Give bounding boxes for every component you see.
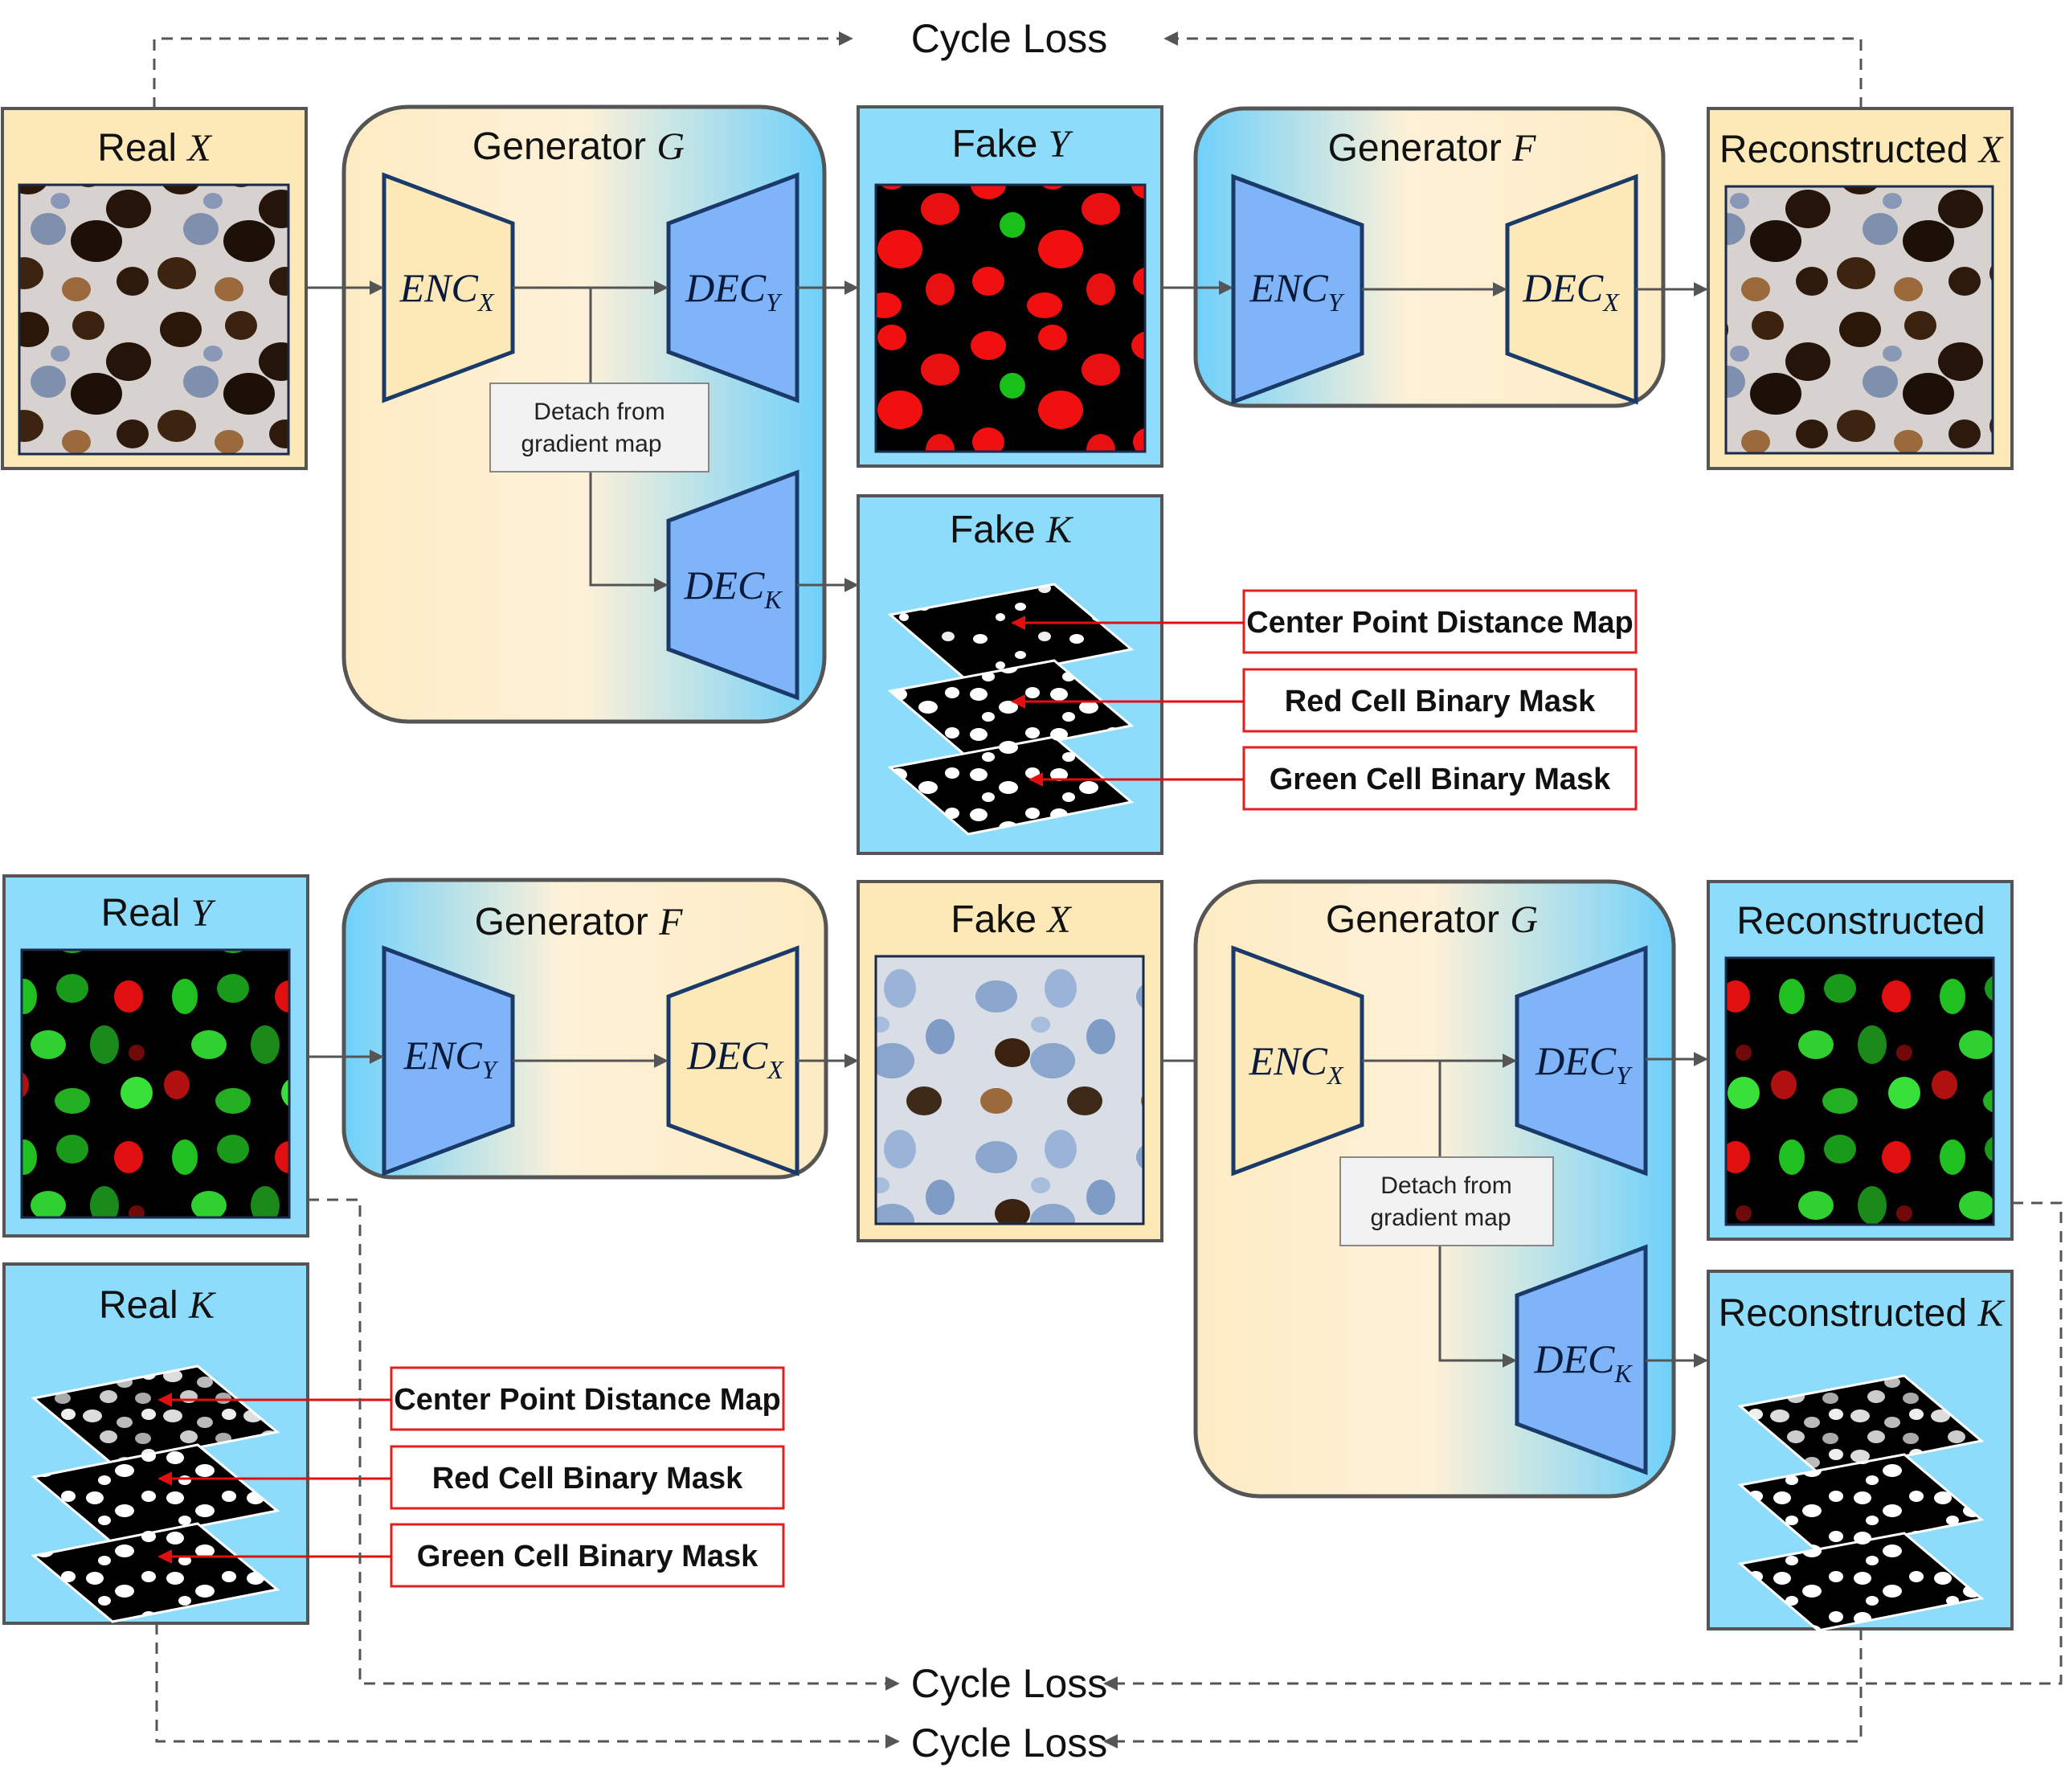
cycle-loss-top: Cycle Loss (911, 16, 1108, 61)
top-label-red: Red Cell Binary Mask (1285, 685, 1596, 718)
detach-top-line1: Detach from (534, 399, 664, 425)
fake-x-panel: Fake X (857, 880, 1163, 1242)
fake-k-layer-green (887, 735, 1135, 836)
dec-y-top-block (666, 172, 799, 403)
real-k-panel: Real K (2, 1262, 309, 1625)
dec-y-bottom-label: DECY (1535, 1038, 1633, 1090)
fake-y-image (874, 183, 1147, 453)
reconstructed-k-layer-distance (1737, 1374, 1985, 1475)
fake-k-title: Fake K (950, 509, 1074, 551)
real-x-title: Real X (97, 127, 212, 170)
fake-k-panel: Fake K (857, 494, 1163, 855)
enc-y-top-block (1231, 174, 1364, 405)
real-k-layer-green (31, 1522, 280, 1623)
generator-f-bottom-title: Generator F (475, 901, 683, 943)
reconstructed-x-image (1724, 185, 1994, 455)
real-y-panel: Real Y (2, 874, 309, 1238)
reconstructed-x-title: Reconstructed X (1719, 129, 2004, 171)
detach-bottom-line1: Detach from (1380, 1172, 1511, 1199)
enc-y-bottom-label: ENCY (403, 1033, 498, 1084)
generator-f-top: Generator F ENCY DECX (1193, 106, 1666, 408)
generator-g-top-title: Generator G (472, 125, 685, 168)
enc-y-bottom-block (382, 945, 515, 1176)
enc-x-bottom-label: ENCX (1249, 1038, 1344, 1090)
real-x-panel: Real X (1, 107, 308, 470)
real-k-layer-red (31, 1443, 280, 1544)
detach-top-line2: gradient map (521, 431, 661, 457)
real-y-title: Real Y (101, 892, 216, 935)
reconstructed-k-panel: Reconstructed K (1707, 1270, 2014, 1632)
top-cycle-loss-path (153, 31, 1863, 108)
cycle-loss-mid: Cycle Loss (911, 1661, 1108, 1706)
fake-x-image (874, 955, 1145, 1225)
bottom-label-distance: Center Point Distance Map (394, 1383, 780, 1417)
top-label-green: Green Cell Binary Mask (1270, 763, 1611, 796)
enc-x-top-label: ENCX (399, 265, 495, 317)
top-label-distance: Center Point Distance Map (1246, 606, 1633, 640)
fake-k-layer-distance (887, 583, 1135, 683)
reconstructed-k-layer-green (1737, 1532, 1985, 1632)
generator-g-top: Generator G ENCX DECY DECK Detach from g… (341, 104, 827, 724)
reconstructed-x-panel: Reconstructed X (1707, 107, 2014, 470)
dec-x-bottom-label: DECX (686, 1033, 784, 1084)
bottom-label-red: Red Cell Binary Mask (432, 1462, 743, 1495)
top-mask-labels: Center Point Distance Map Red Cell Binar… (1011, 589, 1638, 811)
reconstructed-k-title: Reconstructed K (1719, 1292, 2006, 1335)
bottom-mask-labels: Center Point Distance Map Red Cell Binar… (157, 1366, 785, 1588)
bottom-cycle-loss-paths (155, 1198, 2063, 1749)
dec-x-bottom-block (666, 945, 799, 1176)
dec-k-bottom-block (1515, 1244, 1648, 1475)
fake-k-layer-red (887, 659, 1135, 759)
enc-y-top-label: ENCY (1249, 265, 1344, 317)
dec-x-top-label: DECX (1522, 265, 1620, 317)
bottom-label-green: Green Cell Binary Mask (417, 1540, 759, 1573)
generator-f-bottom: Generator F ENCY DECX (341, 878, 828, 1180)
fake-y-panel: Fake Y (857, 105, 1163, 468)
detach-box-top (489, 383, 709, 473)
reconstructed-k-layer-red (1737, 1453, 1985, 1553)
dec-k-top-block (666, 469, 799, 701)
fake-y-title: Fake Y (952, 123, 1073, 166)
enc-x-bottom-block (1231, 945, 1364, 1176)
dec-y-bottom-block (1515, 945, 1648, 1176)
dec-k-top-label: DECK (683, 563, 783, 614)
generator-g-bottom-title: Generator G (1326, 898, 1538, 941)
detach-box-bottom (1339, 1156, 1554, 1246)
reconstructed-y-panel: Reconstructed (1707, 880, 2014, 1241)
cycle-loss-bottom: Cycle Loss (911, 1720, 1108, 1765)
reconstructed-y-image (1724, 956, 1995, 1226)
generator-f-top-title: Generator F (1328, 127, 1536, 170)
dec-k-bottom-label: DECK (1533, 1336, 1633, 1388)
detach-bottom-line2: gradient map (1370, 1205, 1511, 1231)
fake-x-title: Fake X (951, 898, 1072, 941)
dec-y-top-label: DECY (685, 265, 783, 317)
reconstructed-y-title: Reconstructed (1736, 900, 1985, 943)
real-k-layer-distance (31, 1364, 280, 1466)
enc-x-top-block (382, 172, 515, 403)
real-y-image (20, 948, 291, 1219)
real-x-image (18, 183, 290, 456)
real-k-title: Real K (99, 1284, 217, 1327)
dec-x-top-block (1505, 174, 1638, 405)
generator-g-bottom: Generator G ENCX DECY DECK Detach from g… (1193, 879, 1676, 1499)
